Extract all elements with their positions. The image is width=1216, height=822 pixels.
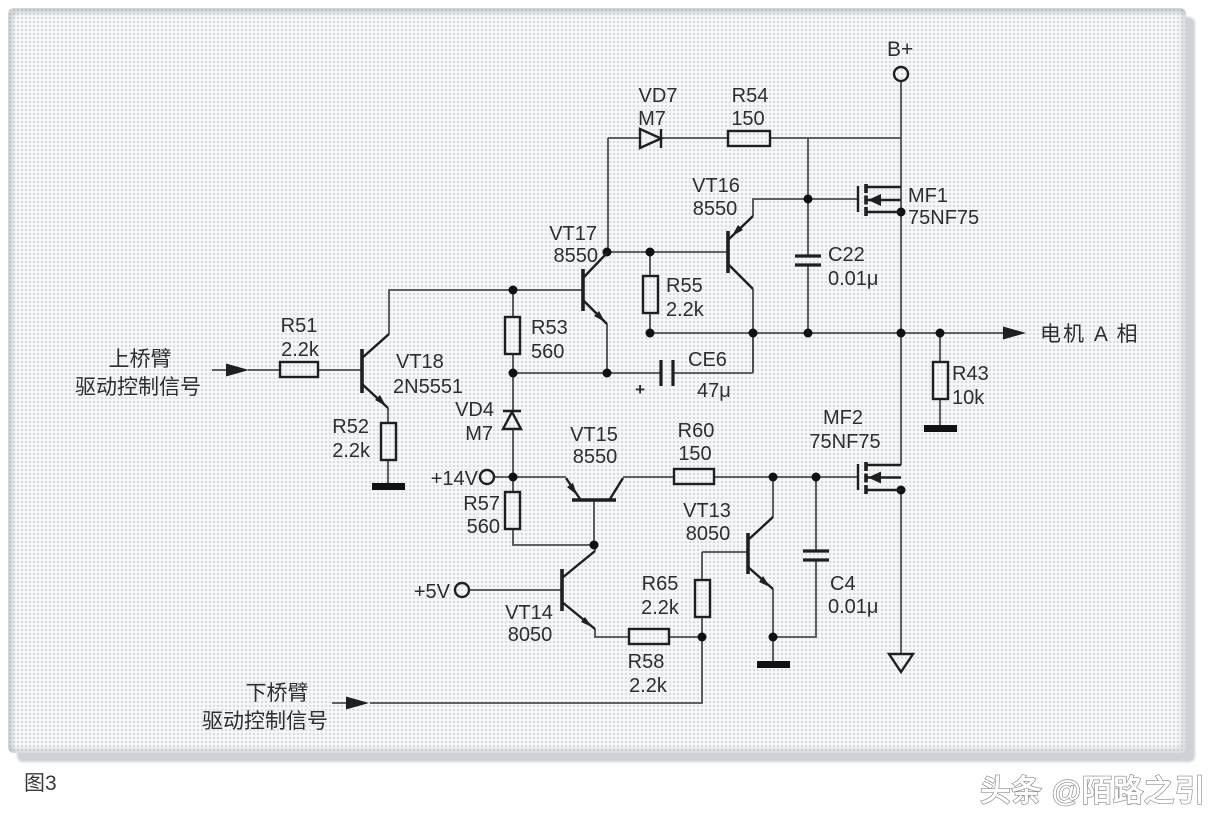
vd4-ref: VD4	[455, 399, 494, 421]
transistor-vt13: VT13 8050	[683, 500, 774, 590]
ground-icon	[372, 483, 405, 490]
r65-ref: R65	[642, 573, 679, 595]
c4-ref: C4	[830, 573, 856, 595]
capacitor-c4: C4 0.01μ	[803, 549, 878, 618]
r51-val: 2.2k	[281, 339, 320, 361]
diode-vd7: VD7 M7	[638, 85, 678, 150]
vt14-ref: VT14	[505, 602, 553, 624]
r58-val: 2.2k	[629, 675, 668, 697]
input-arrow-icon	[346, 696, 369, 710]
transistor-vt16: VT16 8550	[692, 175, 754, 290]
input-bottom-label-1: 下桥臂	[246, 682, 309, 705]
r53-val: 560	[531, 341, 564, 363]
r54-val: 150	[731, 108, 764, 130]
capacitor-c22: C22 0.01μ	[795, 244, 878, 290]
r55-val: 2.2k	[666, 299, 705, 321]
resistor-r58: R58 2.2k	[628, 627, 671, 697]
r52-val: 2.2k	[332, 440, 371, 462]
c22-ref: C22	[828, 244, 865, 266]
ce6-val: 47μ	[697, 380, 731, 402]
vt14-val: 8050	[508, 624, 553, 646]
resistor-r52: R52 2.2k	[332, 416, 398, 462]
r53-ref: R53	[531, 317, 568, 339]
c22-val: 0.01μ	[828, 268, 878, 290]
transistor-vt17: VT17 8550	[549, 223, 608, 325]
r57-ref: R57	[463, 493, 500, 515]
input-arrow-icon	[226, 363, 249, 377]
v14-label: +14V	[431, 468, 479, 490]
vt17-ref: VT17	[549, 223, 597, 245]
input-top: 上桥臂 驱动控制信号	[75, 348, 249, 399]
ground-icon	[924, 425, 957, 432]
input-bottom: 下桥臂 驱动控制信号	[202, 682, 369, 733]
output-label: 电机 A 相	[1040, 323, 1140, 346]
mf2-val: 75NF75	[809, 431, 880, 453]
r43-ref: R43	[952, 363, 989, 385]
r60-ref: R60	[678, 420, 715, 442]
b-minus-triangle-icon	[886, 652, 916, 675]
input-top-label-1: 上桥臂	[109, 348, 172, 371]
mf2-ref: MF2	[823, 407, 863, 429]
vt16-ref: VT16	[692, 175, 740, 197]
vt13-val: 8050	[686, 523, 731, 545]
input-bottom-label-2: 驱动控制信号	[202, 710, 328, 733]
mosfet-mf2: MF2 75NF75	[809, 407, 901, 494]
vd4-val: M7	[465, 423, 493, 445]
transistor-vt18: VT18 2N5551	[360, 333, 463, 409]
vt18-ref: VT18	[396, 351, 444, 373]
b-plus-label: B+	[887, 38, 913, 61]
vt17-val: 8550	[554, 245, 599, 267]
resistor-r43: R43 10k	[931, 360, 989, 409]
junction-dots	[508, 194, 945, 642]
output-arrow-icon	[1003, 326, 1026, 340]
transistor-vt14: VT14 8050	[505, 550, 596, 646]
r60-val: 150	[678, 443, 711, 465]
ground-symbols	[372, 425, 957, 675]
input-top-label-2: 驱动控制信号	[75, 376, 201, 399]
resistor-r53: R53 560	[503, 315, 568, 363]
watermark: 头条 @陌路之引	[980, 774, 1206, 808]
r65-val: 2.2k	[641, 597, 680, 619]
figure-caption: 图3	[24, 772, 57, 795]
r57-val: 560	[467, 516, 500, 538]
resistor-r65: R65 2.2k	[641, 573, 712, 619]
terminal-14v: +14V	[431, 468, 496, 490]
vt13-ref: VT13	[683, 500, 731, 522]
schematic-panel	[8, 8, 1186, 753]
terminal-b-plus: B+	[887, 38, 913, 83]
capacitor-ce6: + CE6 47μ	[635, 349, 731, 402]
terminal-5v: +5V	[414, 581, 471, 603]
output-motor-phase-a: 电机 A 相	[1003, 323, 1140, 346]
mf1-ref: MF1	[908, 185, 948, 207]
mf1-val: 75NF75	[908, 207, 979, 229]
ground-icon	[757, 661, 790, 668]
vt15-val: 8550	[573, 446, 618, 468]
vt16-val: 8550	[693, 198, 738, 220]
resistor-r54: R54 150	[726, 85, 772, 148]
diode-vd4: VD4 M7	[455, 399, 523, 445]
resistor-r51: R51 2.2k	[278, 315, 320, 379]
vd7-ref: VD7	[639, 85, 678, 107]
ce6-polarity: +	[635, 380, 645, 399]
resistor-r57: R57 560	[463, 490, 522, 538]
r51-ref: R51	[281, 315, 318, 337]
c4-val: 0.01μ	[828, 596, 878, 618]
r55-ref: R55	[666, 275, 703, 297]
vt15-ref: VT15	[570, 424, 618, 446]
vt18-val: 2N5551	[393, 376, 463, 398]
r58-ref: R58	[628, 651, 665, 673]
mosfet-mf1: MF1 75NF75	[856, 184, 979, 229]
r54-ref: R54	[732, 85, 769, 107]
r52-ref: R52	[332, 416, 369, 438]
r43-val: 10k	[952, 387, 985, 409]
vd7-val: M7	[638, 108, 666, 130]
resistor-r60: R60 150	[672, 420, 716, 486]
v5-label: +5V	[414, 581, 451, 603]
wires	[212, 81, 1003, 704]
transistor-vt15: VT15 8550	[565, 424, 625, 502]
resistor-r55: R55 2.2k	[641, 274, 705, 321]
ce6-ref: CE6	[688, 349, 727, 371]
